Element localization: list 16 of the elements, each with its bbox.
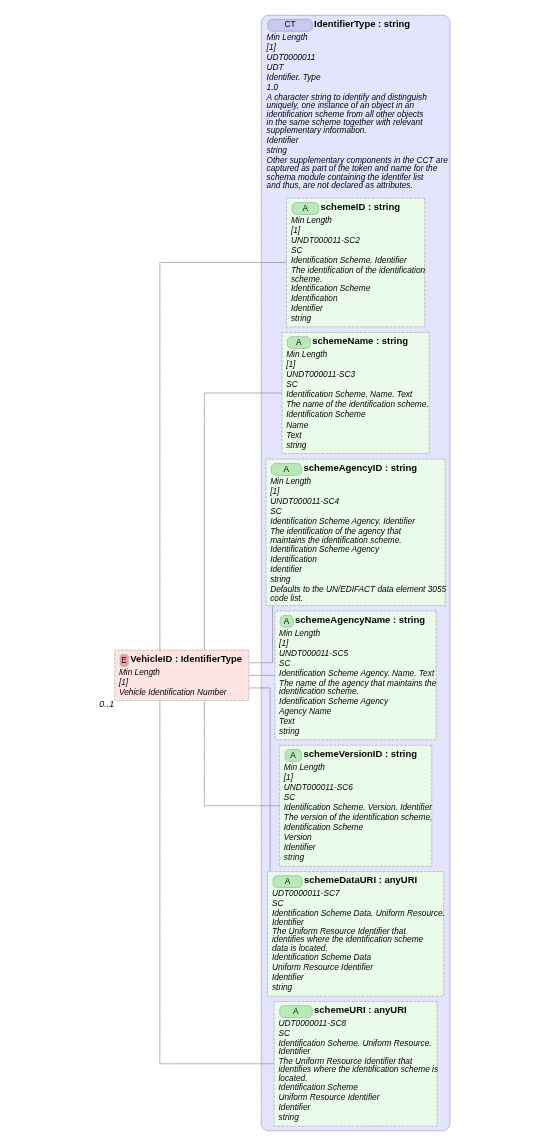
connector xyxy=(248,675,275,676)
connector xyxy=(248,605,273,663)
node-box: E VehicleID : IdentifierType Min Length [1] Vehicle Identification Number xyxy=(114,649,250,701)
node-box: A schemeURI : anyURI UDT0000011-SC8 SC Identification Scheme. Uniform Resource. Identifier The Uniform Resource Identifier that identifies where the identification scheme is located. Identification Scheme Uniform Resource Identifier Identifier string xyxy=(273,1001,438,1127)
connector xyxy=(204,392,283,651)
node-box: A schemeID : string Min Length [1] UNDT000011-SC2 SC Identification Scheme. Identifier The identification of the identification scheme. Identification Scheme Identification Identifier string xyxy=(286,197,425,328)
connector xyxy=(248,687,271,872)
node-label: 0..1 xyxy=(99,699,115,710)
node-box: A schemeDataURI : anyURI UDT0000011-SC7 SC Identification Scheme Data. Uniform Resource. Identifier The Uniform Resource Identifier that identifies where the identification scheme data is located. Identification Scheme Data Uniform Resource Identifier Identifier string xyxy=(267,871,444,997)
connector xyxy=(159,262,287,651)
connector xyxy=(159,700,275,1065)
node-box: A schemeAgencyName : string Min Length [1] UNDT000011-SC5 SC Identification Scheme Agency. Name. Text The name of the agency that maintains the identification scheme. Identification Scheme Agency Agency Name Text string xyxy=(274,610,437,740)
node-box: A schemeName : string Min Length [1] UNDT000011-SC3 SC Identification Scheme. Name. Text The name of the identification scheme. Identification Scheme Name Text string xyxy=(281,332,430,454)
node-box: A schemeAgencyID : string Min Length [1] UNDT000011-SC4 SC Identification Scheme Agency. Identifier The identification of the agency that maintains the identification scheme. Identification Scheme Agency Identification Identifier string Defaults to the UN/EDIFACT data element 3055 code list. xyxy=(265,458,446,606)
node-box: A schemeVersionID : string Min Length [1] UNDT000011-SC6 SC Identification Scheme. Version. Identifier The version of the identification scheme. Identification Scheme Version Identifier string xyxy=(279,745,433,867)
connector xyxy=(204,700,280,807)
